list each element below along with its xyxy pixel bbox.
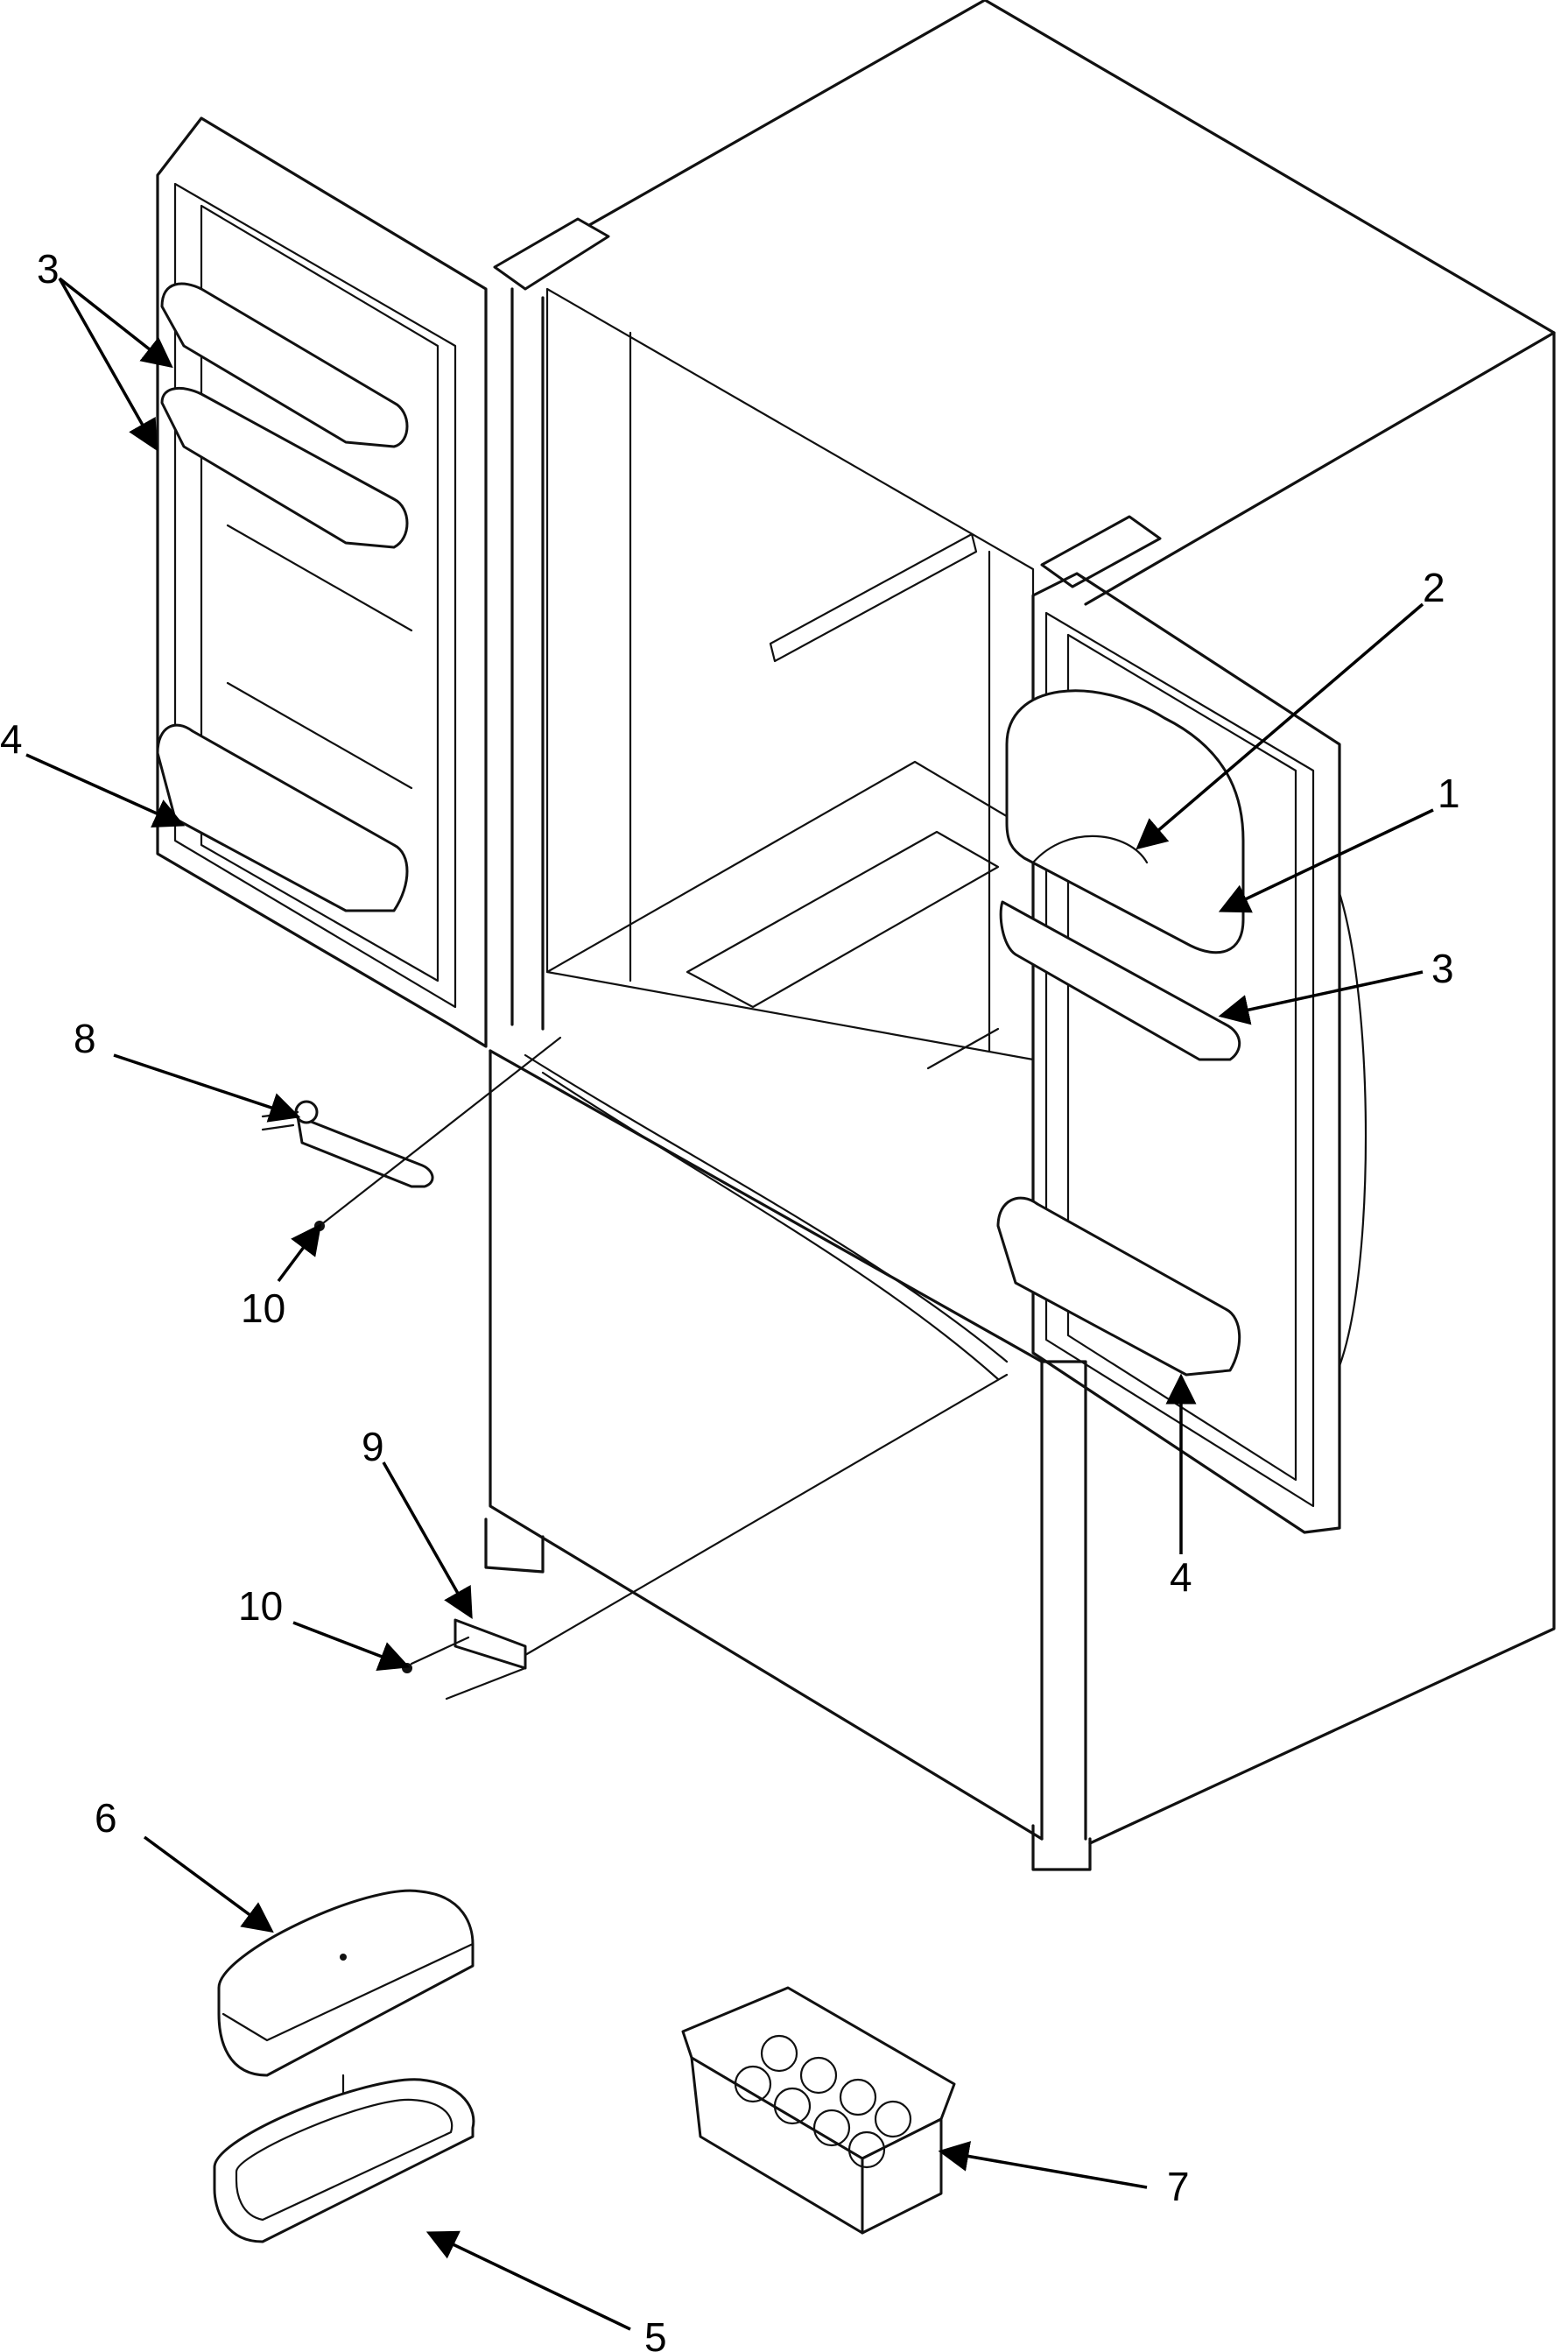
egg-tray	[681, 1986, 956, 2235]
freezer-drawer	[484, 1049, 1092, 1871]
callout-4-left: 4	[0, 716, 23, 762]
callout-3-right: 3	[1431, 946, 1454, 991]
callout-7: 7	[1167, 2164, 1190, 2209]
callout-9: 9	[362, 1424, 384, 1469]
callout-labels: 3 4 8 10 9 10 6 5 7 2 1 3 4	[0, 246, 1460, 2352]
left-door	[156, 116, 488, 1048]
callout-6: 6	[95, 1795, 117, 1841]
lower-hinge-assembly	[402, 1373, 1009, 1701]
refrigerator-cabinet	[493, 0, 1556, 1845]
callout-4-right: 4	[1170, 1554, 1192, 1600]
callout-8: 8	[74, 1016, 96, 1061]
callout-3-upper-left: 3	[37, 246, 60, 292]
butter-cover	[217, 1889, 475, 2077]
leader-lines	[25, 277, 1434, 2331]
callout-1: 1	[1438, 771, 1460, 816]
callout-10-upper: 10	[241, 1285, 285, 1331]
callout-5: 5	[644, 2314, 667, 2352]
butter-tray	[213, 2078, 475, 2243]
right-door	[996, 572, 1368, 1534]
callout-10-lower: 10	[238, 1583, 283, 1629]
callout-2: 2	[1423, 565, 1445, 610]
